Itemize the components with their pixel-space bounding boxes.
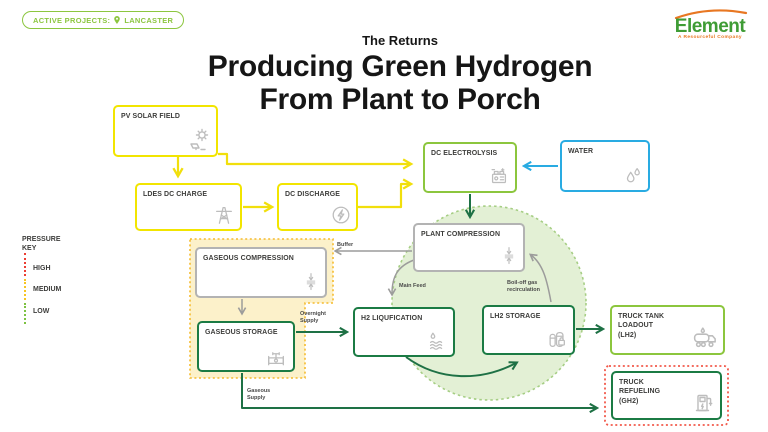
pressure-key-line-low (24, 303, 26, 324)
solar-sun-icon (190, 128, 209, 151)
transmission-tower-icon (216, 207, 232, 224)
lightning-circle-icon (332, 206, 350, 224)
node-ldes-dc-charge: LDES DC CHARGE (135, 183, 242, 231)
arrow-gaseous-supply (241, 373, 600, 414)
element-logo: Element A Resourceful Company (668, 8, 752, 40)
badge-prefix: ACTIVE PROJECTS: (33, 15, 111, 25)
node-label: LH2 STORAGE (490, 311, 541, 320)
fuel-dispenser-icon (695, 394, 713, 412)
pressure-key-label-high: HIGH (33, 265, 51, 272)
water-drops-icon (626, 168, 640, 183)
liquefaction-icon (429, 332, 443, 350)
pressure-key-label-low: LOW (33, 308, 50, 315)
node-label: DC ELECTROLYSIS (431, 148, 498, 157)
arrow-pv-to-electrolysis (218, 152, 414, 170)
node-label: LDES DC CHARGE (143, 189, 208, 198)
node-gaseous-storage: GASEOUS STORAGE (197, 321, 295, 372)
node-truck-tank-loadout: TRUCK TANK LOADOUT (LH2) (610, 305, 725, 355)
node-plant-compression: PLANT COMPRESSION (413, 223, 525, 272)
title-line-2: From Plant to Porch (259, 83, 541, 116)
storage-tanks-icon (549, 331, 565, 347)
node-pv-solar-field: PV SOLAR FIELD (113, 105, 218, 157)
node-label: PLANT COMPRESSION (421, 229, 501, 238)
title-line-1: Producing Green Hydrogen (207, 50, 593, 83)
badge-location: LANCASTER (124, 15, 174, 25)
flow-label-main-feed: Main Feed (399, 283, 426, 289)
node-dc-electrolysis: DC ELECTROLYSIS (423, 142, 517, 193)
kicker: The Returns (362, 33, 438, 48)
compressor-icon (504, 247, 514, 265)
arrow-discharge-to-electrolysis (358, 178, 414, 209)
node-label: GASEOUS COMPRESSION (203, 253, 294, 262)
compressor-icon (306, 273, 316, 291)
arrow-liquification-to-lh2 (405, 356, 519, 378)
node-lh2-storage: LH2 STORAGE (482, 305, 575, 355)
pressure-key-title: PRESSURE KEY (22, 236, 61, 253)
node-label: DC DISCHARGE (285, 189, 340, 198)
node-water: WATER (560, 140, 650, 192)
pressure-key-line-medium (24, 279, 26, 300)
node-label: TRUCK TANK LOADOUT (LH2) (618, 311, 665, 339)
node-label: GASEOUS STORAGE (205, 327, 278, 336)
flow-label-overnight-supply: Overnight Supply (300, 311, 326, 325)
logo-tagline: A Resourceful Company (678, 35, 742, 40)
flow-label-boil-off: Boil-off gas recirculation (507, 280, 541, 294)
electrolyzer-icon (491, 168, 507, 184)
flow-label-buffer: Buffer (337, 242, 354, 248)
node-label: PV SOLAR FIELD (121, 111, 181, 120)
node-h2-liquification: H2 LIQUFICATION (353, 307, 455, 357)
active-projects-badge: ACTIVE PROJECTS: LANCASTER (22, 11, 185, 29)
logo-arc-icon (674, 9, 748, 19)
node-label: WATER (568, 146, 594, 155)
logo-wordmark: Element (674, 16, 746, 37)
tanker-truck-icon (693, 327, 716, 348)
arrow-boil-off-recirculation (528, 253, 552, 303)
node-label: TRUCK REFUELING (GH2) (619, 377, 661, 405)
node-truck-refueling: TRUCK REFUELING (GH2) (611, 371, 722, 420)
page-title: Producing Green Hydrogen From Plant to P… (170, 50, 630, 116)
pressure-key-line-high (24, 253, 26, 276)
node-gaseous-compression: GASEOUS COMPRESSION (195, 247, 327, 298)
pressure-key-label-medium: MEDIUM (33, 286, 62, 293)
flow-label-gaseous-supply: Gaseous Supply (247, 388, 271, 402)
map-pin-icon (114, 16, 121, 24)
arrow-main-feed (387, 259, 415, 297)
node-dc-discharge: DC DISCHARGE (277, 183, 358, 231)
valve-icon (268, 352, 284, 366)
node-label: H2 LIQUFICATION (361, 313, 423, 322)
